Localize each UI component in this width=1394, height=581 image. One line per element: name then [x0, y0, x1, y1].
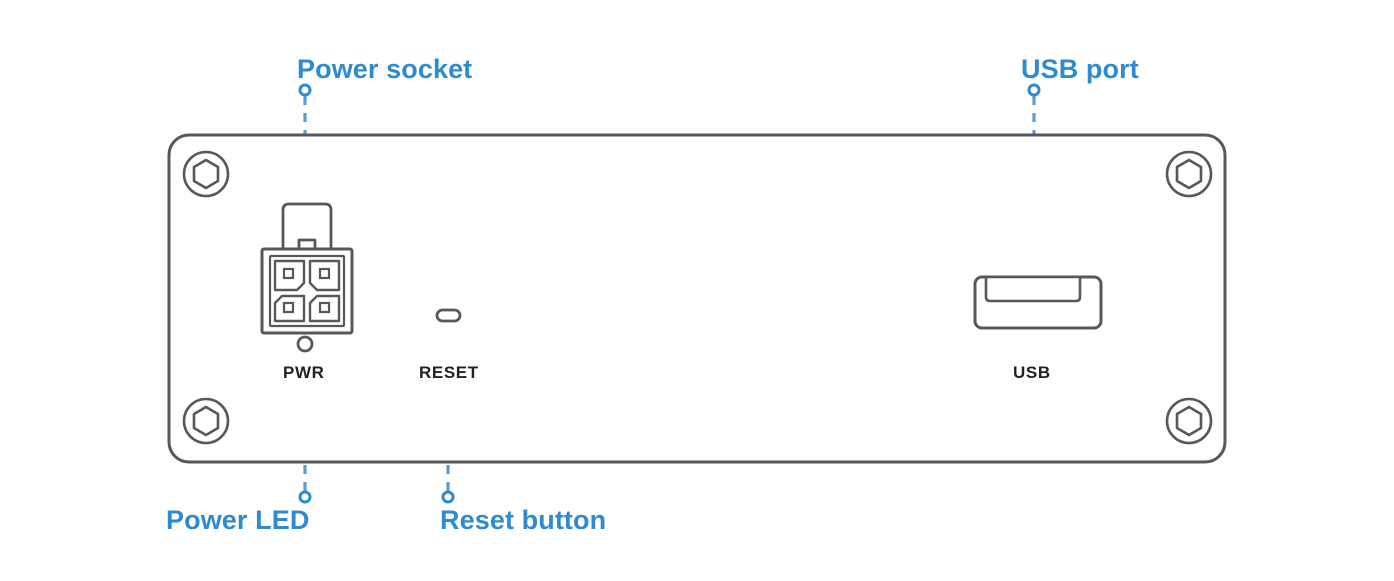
power-socket-connector[interactable] — [260, 202, 354, 335]
screw-top-left — [182, 150, 230, 198]
silkscreen-label-reset: RESET — [419, 363, 479, 382]
rear-panel-outline — [167, 133, 1227, 464]
hex-socket-icon — [1175, 405, 1203, 437]
callout-anchor-dots — [298, 83, 1041, 504]
anchor-dot-reset-button — [441, 490, 455, 504]
callout-label-power-socket: Power socket — [297, 54, 473, 84]
hex-socket-icon — [192, 158, 220, 190]
anchor-dot-usb-port — [1027, 83, 1041, 97]
silkscreen-label-pwr: PWR — [283, 363, 325, 382]
power-led-indicator[interactable] — [296, 335, 314, 353]
callout-label-reset-button: Reset button — [440, 505, 607, 535]
callout-label-usb-port: USB port — [1021, 54, 1139, 84]
power-pin-1-hole — [282, 267, 295, 280]
anchor-dot-power-led — [298, 490, 312, 504]
usb-port-inner-tongue — [984, 275, 1082, 303]
power-pin-4-hole — [318, 301, 331, 314]
power-pin-3-hole — [282, 301, 295, 314]
usb-port-connector[interactable] — [973, 275, 1103, 330]
reset-button-recess[interactable] — [435, 308, 462, 323]
screw-bottom-left — [182, 397, 230, 445]
hex-socket-icon — [1175, 158, 1203, 190]
screw-bottom-right — [1165, 397, 1213, 445]
callout-label-power-led: Power LED — [166, 505, 310, 535]
hex-socket-icon — [192, 405, 220, 437]
screw-top-right — [1165, 150, 1213, 198]
anchor-dot-power-socket — [298, 83, 312, 97]
power-pin-2-hole — [318, 267, 331, 280]
silkscreen-label-usb: USB — [1013, 363, 1051, 382]
